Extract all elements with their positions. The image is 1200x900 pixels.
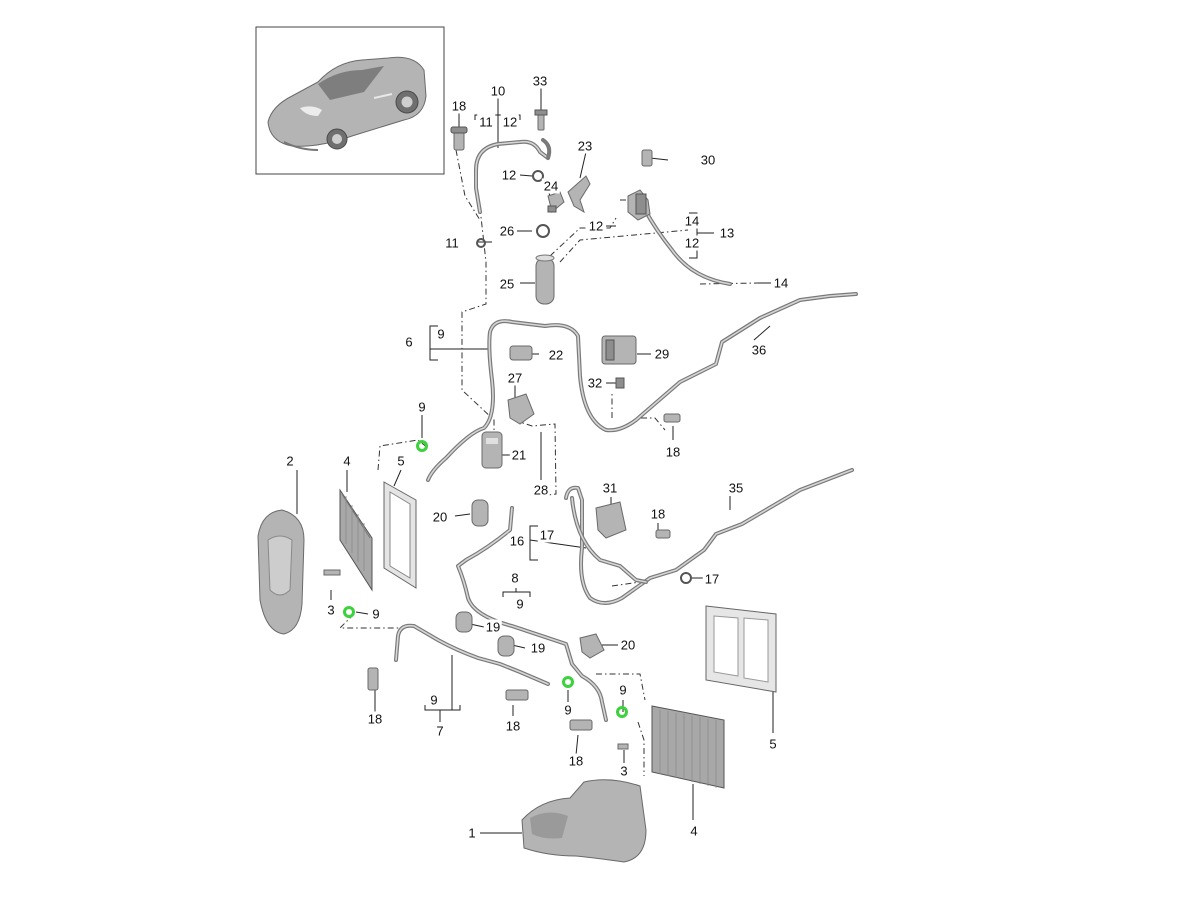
callout-26: 26 — [497, 223, 517, 239]
callout-18-right: 18 — [663, 444, 683, 460]
bolt-18-left — [367, 667, 379, 691]
callout-8-sub-9: 9 — [514, 596, 526, 612]
callout-16: 16 — [507, 533, 527, 549]
components — [257, 109, 777, 863]
callout-16-sub-17: 17 — [537, 527, 557, 543]
bolt-18-lower — [569, 719, 593, 731]
callout-4-right: 4 — [688, 823, 700, 839]
mount-19-a — [455, 611, 473, 633]
callout-7: 7 — [434, 723, 446, 739]
callout-32: 32 — [585, 375, 605, 391]
pressure-switch-30 — [641, 149, 653, 167]
callout-14: 14 — [771, 275, 791, 291]
callout-6-sub-9: 9 — [435, 326, 447, 342]
seal-rings — [343, 170, 692, 718]
o-ring-17 — [680, 572, 692, 584]
callout-19-b: 19 — [528, 640, 548, 656]
seal-ring-9-a — [416, 440, 428, 452]
callout-6: 6 — [403, 334, 415, 350]
callout-19-a: 19 — [483, 619, 503, 635]
callout-10-sub-12: 12 — [500, 114, 520, 130]
clip-22 — [509, 345, 533, 361]
seal-ring-9-c — [562, 676, 574, 688]
module-21 — [481, 431, 503, 469]
callout-5-left: 5 — [395, 453, 407, 469]
mount-19-b — [497, 635, 515, 657]
mount-20-lower — [579, 633, 605, 659]
o-ring-11 — [476, 238, 486, 248]
callout-13: 13 — [717, 225, 737, 241]
screw-32 — [615, 377, 625, 389]
callout-13-sub-14: 14 — [682, 213, 702, 229]
callout-9-c: 9 — [562, 702, 574, 718]
callout-10-sub-11: 11 — [477, 114, 495, 130]
leader-lines — [296, 88, 774, 834]
callout-33: 33 — [530, 73, 550, 89]
callout-8: 8 — [509, 570, 521, 586]
screw-3-right — [617, 743, 629, 750]
callout-25: 25 — [497, 276, 517, 292]
valve-23 — [567, 175, 591, 214]
callout-4-left: 4 — [341, 453, 353, 469]
callout-21: 21 — [509, 447, 529, 463]
callout-7-sub-9: 9 — [428, 692, 440, 708]
callout-27: 27 — [505, 370, 525, 386]
o-ring-12 — [532, 170, 544, 182]
callout-36: 36 — [749, 342, 769, 358]
callout-1: 1 — [466, 825, 478, 841]
callout-20-upper: 20 — [430, 509, 450, 525]
callout-24: 24 — [541, 178, 561, 194]
callout-11: 11 — [443, 235, 461, 251]
callout-9-d: 9 — [617, 682, 629, 698]
dryer-25 — [535, 257, 555, 305]
mount-20-upper — [471, 499, 489, 527]
clamp-31 — [595, 501, 627, 539]
callout-9-b: 9 — [370, 606, 382, 622]
bolt-18-right — [663, 413, 681, 423]
callout-23: 23 — [575, 138, 595, 154]
bolt-18-center — [505, 689, 529, 701]
ac-pipes — [394, 138, 858, 722]
callout-18-top: 18 — [449, 98, 469, 114]
condenser-4-left — [339, 488, 373, 592]
air-duct-1 — [521, 779, 647, 863]
callout-18-mid: 18 — [648, 506, 668, 522]
bolt-18-mid — [655, 529, 671, 539]
callout-2: 2 — [284, 453, 296, 469]
callout-22: 22 — [546, 347, 566, 363]
callout-17: 17 — [702, 571, 722, 587]
callout-5-right: 5 — [767, 736, 779, 752]
seal-ring-9-b — [343, 606, 355, 618]
callout-3-right: 3 — [618, 763, 630, 779]
screw-3-left — [323, 569, 341, 576]
callout-30: 30 — [698, 152, 718, 168]
callout-12-b: 12 — [586, 218, 606, 234]
callout-35: 35 — [726, 480, 746, 496]
callout-18-lower: 18 — [566, 753, 586, 769]
callout-20-lower: 20 — [618, 637, 638, 653]
condenser-4-right — [651, 705, 725, 789]
o-ring-26 — [536, 224, 550, 238]
callout-29: 29 — [652, 346, 672, 362]
callout-28: 28 — [531, 482, 551, 498]
callout-10: 10 — [488, 83, 508, 99]
callout-3-left: 3 — [325, 602, 337, 618]
seal-ring-9-d — [616, 706, 628, 718]
callout-12-a: 12 — [499, 167, 519, 183]
vehicle-thumbnail — [255, 26, 445, 175]
bracket-27 — [507, 393, 535, 425]
callout-9-a: 9 — [416, 399, 428, 415]
callout-18-center: 18 — [503, 718, 523, 734]
callout-13-sub-12: 12 — [682, 235, 702, 251]
callout-18-left: 18 — [365, 711, 385, 727]
callout-31: 31 — [600, 480, 620, 496]
